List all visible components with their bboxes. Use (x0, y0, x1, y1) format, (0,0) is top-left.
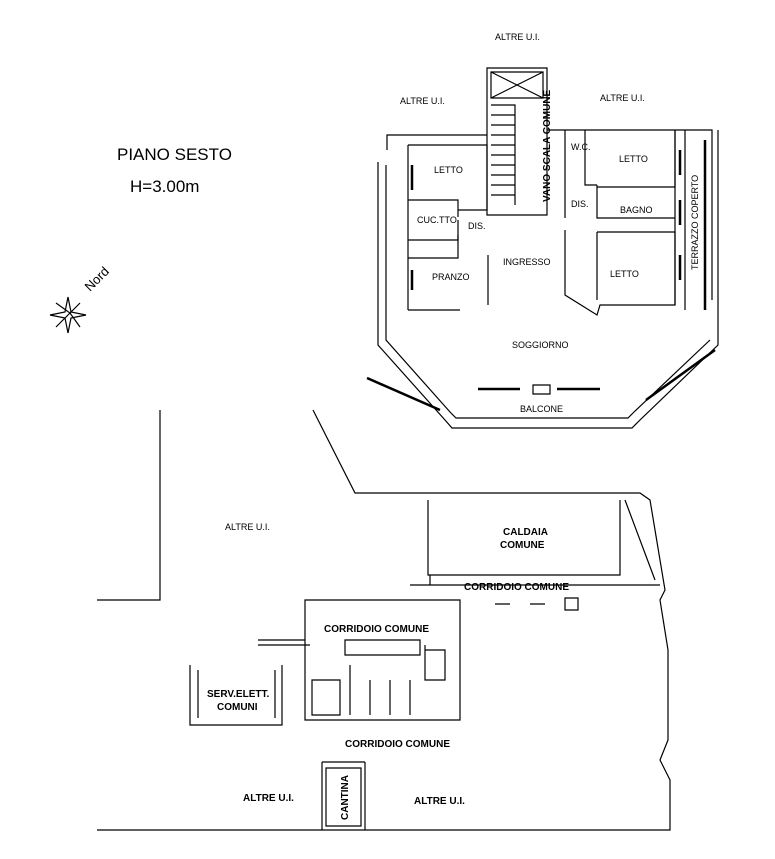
lower-plan-walls (97, 409, 671, 831)
north-label: Nord (82, 264, 113, 295)
room-caldaia-line1: CALDAIA (503, 527, 548, 538)
room-letto-1: LETTO (434, 165, 463, 175)
room-caldaia-line2: COMUNE (500, 540, 545, 551)
north-arrow-icon (49, 296, 87, 334)
room-dis-1: DIS. (468, 221, 486, 231)
label-altre-ui-bottom-left: ALTRE U.I. (243, 793, 294, 804)
room-bagno: BAGNO (620, 205, 653, 215)
floor-title: PIANO SESTO (117, 145, 232, 164)
room-cucinotto: CUC.TTO (417, 215, 457, 225)
room-soggiorno: SOGGIORNO (512, 340, 569, 350)
room-letto-3: LETTO (610, 269, 639, 279)
room-corridoio-2: CORRIDOIO COMUNE (324, 624, 429, 635)
room-letto-2: LETTO (619, 154, 648, 164)
label-altre-ui-right: ALTRE U.I. (600, 93, 645, 103)
room-wc: W.C. (571, 142, 591, 152)
label-altre-ui-mid: ALTRE U.I. (225, 522, 270, 532)
room-serv-elett-line1: SERV.ELETT. (207, 689, 269, 700)
label-altre-ui-left: ALTRE U.I. (400, 96, 445, 106)
label-altre-ui-bottom-right: ALTRE U.I. (414, 796, 465, 807)
room-vano-scala: VANO SCALA COMUNE (542, 89, 553, 202)
room-ingresso: INGRESSO (503, 257, 551, 267)
room-corridoio-1: CORRIDOIO COMUNE (464, 582, 569, 593)
room-cantina: CANTINA (340, 775, 351, 820)
room-corridoio-3: CORRIDOIO COMUNE (345, 739, 450, 750)
room-terrazzo: TERRAZZO COPERTO (690, 175, 700, 270)
room-serv-elett-line2: COMUNI (217, 702, 258, 713)
floor-height: H=3.00m (130, 177, 199, 196)
label-altre-ui-top: ALTRE U.I. (495, 32, 540, 42)
room-pranzo: PRANZO (432, 272, 470, 282)
upper-apartment-walls (366, 67, 719, 429)
room-balcone: BALCONE (520, 404, 563, 414)
room-dis-2: DIS. (571, 199, 589, 209)
